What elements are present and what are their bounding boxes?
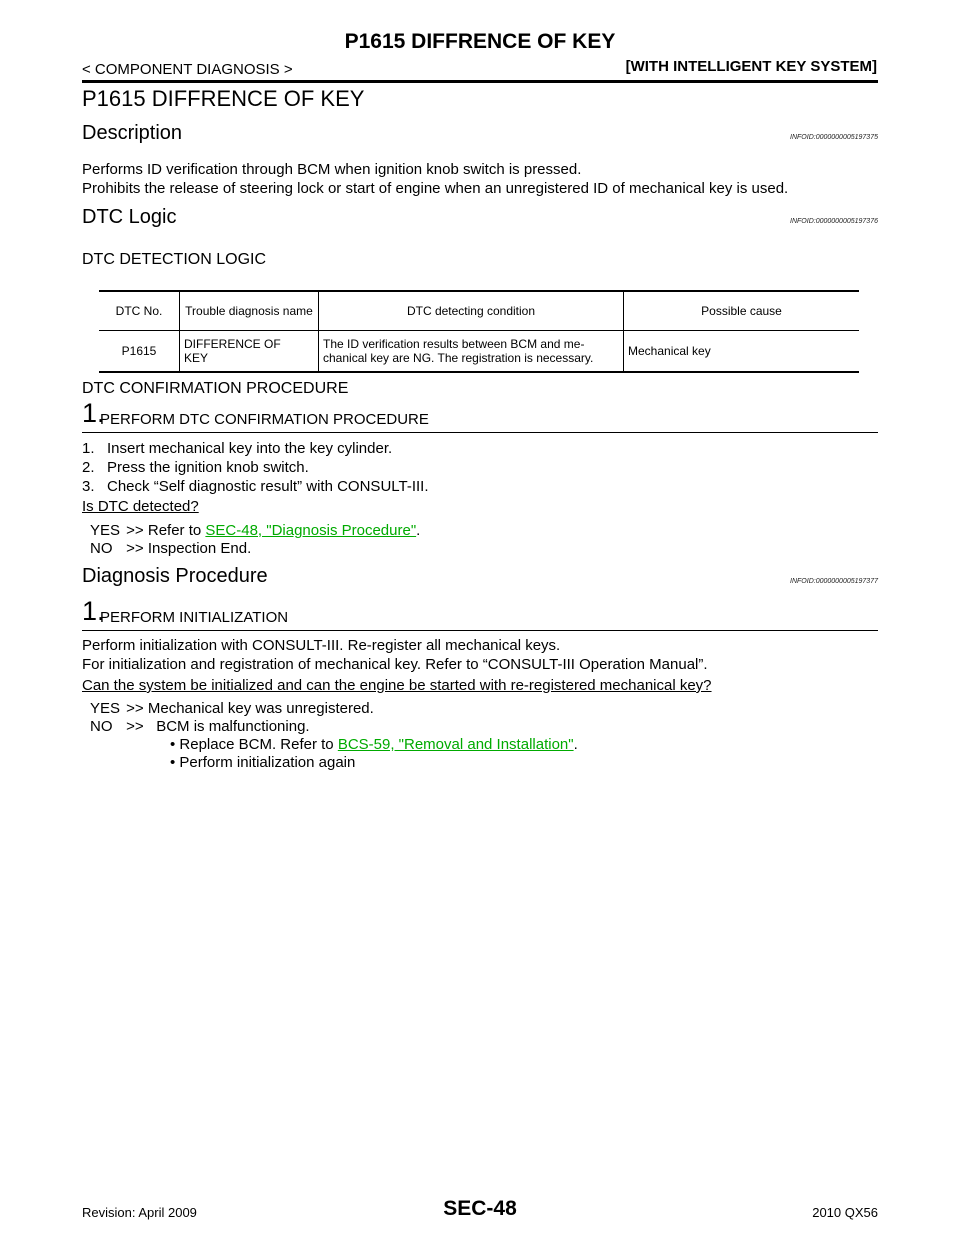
- answer-yes: YES >> Refer to SEC-48, "Diagnosis Proce…: [90, 521, 420, 540]
- dtc-table: DTC No. Trouble diagnosis name DTC detec…: [99, 290, 859, 373]
- diagnosis-heading: Diagnosis Procedure: [82, 565, 268, 587]
- answer-key: YES: [90, 522, 121, 539]
- bullet-suffix: .: [573, 736, 578, 753]
- footer-revision: Revision: April 2009: [82, 1205, 197, 1220]
- step-header: 1. PERFORM DTC CONFIRMATION PROCEDURE: [82, 398, 878, 433]
- col-possible-cause: Possible cause: [623, 291, 859, 331]
- description-line: Prohibits the release of steering lock o…: [82, 180, 789, 197]
- table-row: P1615 DIFFERENCE OF KEY The ID verificat…: [99, 330, 859, 372]
- bullet-initialize-again: • Perform initialization again: [170, 754, 356, 771]
- diagnosis-procedure-link[interactable]: SEC-48, "Diagnosis Procedure": [205, 522, 417, 539]
- bullet-text: • Replace BCM. Refer to: [170, 736, 338, 753]
- cell-text: chanical key are NG. The registration is…: [323, 351, 594, 365]
- col-dtc-no: DTC No.: [99, 291, 180, 331]
- cell-detecting-condition: The ID verification results between BCM …: [318, 330, 624, 372]
- description-line: Performs ID verification through BCM whe…: [82, 161, 582, 178]
- description-text: Performs ID verification through BCM whe…: [82, 160, 788, 198]
- cell-dtc-no: P1615: [121, 344, 157, 358]
- page-header-title: P1615 DIFFRENCE OF KEY: [344, 30, 616, 53]
- list-item: 2. Press the ignition knob switch.: [82, 459, 309, 476]
- section-label: < COMPONENT DIAGNOSIS >: [82, 61, 293, 78]
- cell-text: KEY: [184, 351, 209, 365]
- dtc-logic-heading: DTC Logic: [82, 206, 177, 228]
- step-header: 1. PERFORM INITIALIZATION: [82, 596, 878, 631]
- answer-no: NO >> Inspection End.: [90, 539, 251, 558]
- step-number: 1.: [82, 596, 105, 626]
- diagnosis-infoid: INFOID:0000000005197377: [790, 578, 878, 585]
- body-line: For initialization and registration of m…: [82, 656, 708, 673]
- answer-text: >> Inspection End.: [126, 540, 252, 557]
- answer-text: >> Mechanical key was unregistered.: [126, 700, 374, 717]
- step-title: PERFORM INITIALIZATION: [100, 609, 289, 626]
- bullet-replace-bcm: • Replace BCM. Refer to BCS-59, "Removal…: [170, 735, 578, 754]
- system-label: [WITH INTELLIGENT KEY SYSTEM]: [625, 58, 877, 75]
- check-question: Is DTC detected?: [82, 498, 199, 515]
- col-detecting-condition: DTC detecting condition: [318, 291, 624, 331]
- page-title: P1615 DIFFRENCE OF KEY: [82, 86, 365, 111]
- answer-text: >> Refer to: [126, 522, 206, 539]
- answer-yes: YES >> Mechanical key was unregistered.: [90, 699, 374, 718]
- cell-trouble-name: DIFFERENCE OF KEY: [179, 330, 319, 372]
- answer-key: NO: [90, 718, 113, 735]
- answer-no: NO >> BCM is malfunctioning.: [90, 717, 310, 736]
- cell-text: DIFFERENCE OF: [184, 337, 281, 351]
- cell-possible-cause: Mechanical key: [623, 330, 859, 372]
- removal-installation-link[interactable]: BCS-59, "Removal and Installation": [337, 736, 574, 753]
- list-item: 3. Check “Self diagnostic result” with C…: [82, 478, 429, 495]
- dtc-table-header: DTC No. Trouble diagnosis name DTC detec…: [99, 291, 859, 331]
- description-infoid: INFOID:0000000005197375: [790, 134, 878, 141]
- footer-page-number: SEC-48: [443, 1197, 517, 1220]
- step-title: PERFORM DTC CONFIRMATION PROCEDURE: [100, 411, 429, 428]
- body-line: Perform initialization with CONSULT-III.…: [82, 637, 561, 654]
- confirmation-steps: 1. Insert mechanical key into the key cy…: [82, 439, 429, 496]
- dtc-detection-logic-heading: DTC DETECTION LOGIC: [82, 251, 267, 268]
- list-item: 1. Insert mechanical key into the key cy…: [82, 440, 393, 457]
- answer-key: YES: [90, 700, 121, 717]
- cell-text: The ID verification results between BCM …: [323, 337, 585, 351]
- answer-suffix: .: [416, 522, 421, 539]
- check-question: Can the system be initialized and can th…: [82, 677, 712, 694]
- initialization-text: Perform initialization with CONSULT-III.…: [82, 636, 708, 674]
- answer-key: NO: [90, 540, 113, 557]
- dtc-logic-infoid: INFOID:0000000005197376: [790, 218, 878, 225]
- step-number: 1.: [82, 398, 105, 428]
- col-trouble-name: Trouble diagnosis name: [179, 291, 319, 331]
- header-divider: [82, 80, 878, 83]
- dtc-confirmation-heading: DTC CONFIRMATION PROCEDURE: [82, 380, 349, 397]
- description-heading: Description: [82, 122, 183, 144]
- footer-model: 2010 QX56: [812, 1205, 878, 1220]
- answer-text: >> BCM is malfunctioning.: [126, 718, 310, 735]
